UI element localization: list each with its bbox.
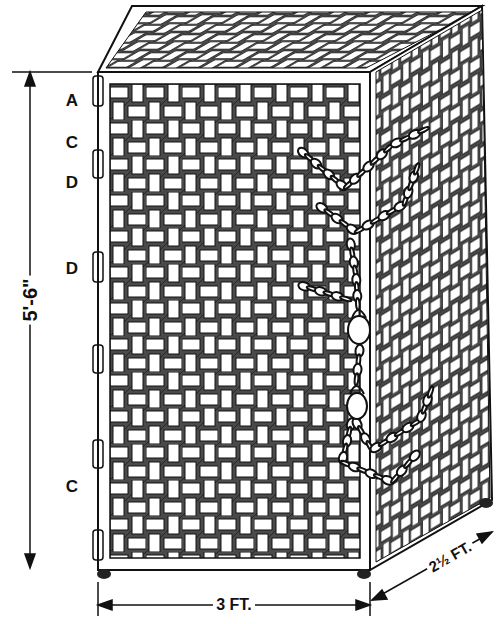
hinge-letter: A	[66, 92, 78, 109]
chain-link	[427, 386, 435, 398]
dimension-label: 2½ FT.	[423, 536, 476, 577]
chain-link	[356, 298, 360, 310]
dimension-label: 3 FT.	[213, 596, 255, 614]
hinge-letter: C	[66, 478, 78, 495]
chain-link	[340, 295, 353, 302]
chain-link	[413, 163, 420, 176]
chain-link	[354, 373, 359, 385]
dimension-label: 5'-6"	[19, 275, 41, 324]
chain-link	[408, 449, 422, 463]
chain-link	[417, 126, 429, 134]
hinge-letter: C	[66, 134, 78, 151]
hinge-letter: D	[66, 260, 78, 277]
hinge-letter: D	[66, 174, 78, 191]
